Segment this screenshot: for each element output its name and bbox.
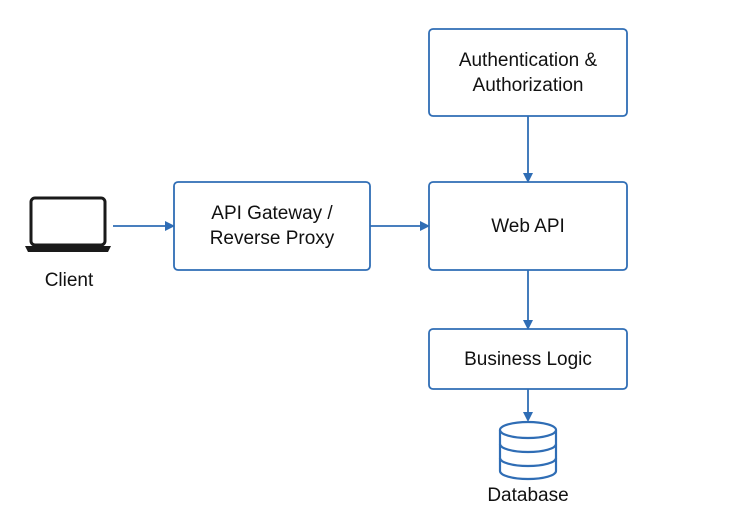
auth-label: Authentication & Authorization (458, 49, 598, 96)
client-label: Client (44, 270, 94, 291)
webapi-label: Web API (491, 215, 565, 237)
laptop-icon (25, 196, 111, 252)
database-icon (498, 420, 558, 481)
database-label: Database (487, 485, 569, 506)
business-logic-label: Business Logic (464, 348, 592, 370)
gateway-label: API Gateway / Reverse Proxy (209, 203, 335, 249)
